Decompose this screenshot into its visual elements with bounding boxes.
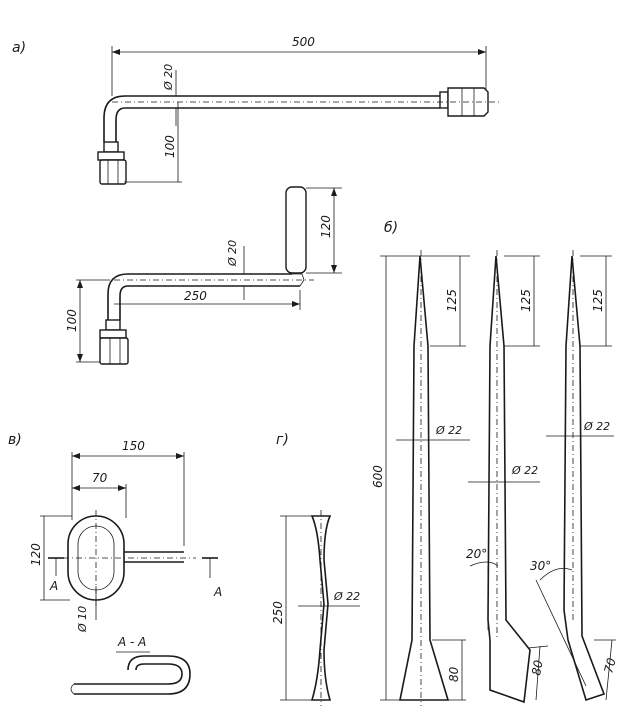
dim-b-end2: 80 bbox=[529, 659, 546, 677]
dim-v-dia: Ø 10 bbox=[76, 606, 89, 633]
dim-crank-dia: Ø 20 bbox=[226, 240, 239, 267]
dim-b-angle1: 20° bbox=[466, 547, 487, 561]
dim-b-tip2: 125 bbox=[519, 289, 533, 312]
dim-crank-arm: 250 bbox=[184, 289, 207, 303]
dim-b-dia1: Ø 22 bbox=[435, 424, 462, 437]
dim-b-end1: 80 bbox=[447, 666, 461, 682]
spindle-tool-g: г) 250 Ø 22 bbox=[271, 432, 360, 706]
dim-b-dia2: Ø 22 bbox=[511, 464, 538, 477]
crowbars-b: б) 600 125 Ø 22 80 125 Ø 22 20° 80 bbox=[371, 220, 619, 706]
dim-a-dia: Ø 20 bbox=[162, 64, 175, 91]
label-b: б) bbox=[384, 220, 398, 236]
dim-b-dia3: Ø 22 bbox=[583, 420, 610, 433]
dim-g-dia: Ø 22 bbox=[333, 590, 360, 603]
section-mark-left: A bbox=[49, 579, 58, 593]
dim-b-angle2: 30° bbox=[530, 559, 551, 573]
dim-crank-grip: 120 bbox=[319, 215, 333, 238]
dim-b-tip3: 125 bbox=[591, 289, 605, 312]
dim-v-width: 150 bbox=[122, 439, 145, 453]
dim-b-end3: 70 bbox=[601, 656, 619, 675]
dim-v-height: 120 bbox=[29, 543, 43, 566]
dim-a-height: 100 bbox=[163, 135, 177, 158]
label-v: в) bbox=[8, 432, 22, 448]
crank-wrench: 120 Ø 20 250 100 bbox=[65, 186, 342, 365]
section-title: A - A bbox=[117, 635, 146, 649]
dim-b-tip1: 125 bbox=[445, 289, 459, 312]
dim-a-length: 500 bbox=[292, 35, 315, 49]
wrench-a: а) 500 Ø 20 100 bbox=[12, 35, 500, 185]
ring-tool-v: в) 150 70 120 A A Ø 10 A - A bbox=[8, 432, 222, 695]
dim-b-length: 600 bbox=[371, 465, 385, 488]
dim-crank-height: 100 bbox=[65, 309, 79, 332]
section-mark-right: A bbox=[213, 585, 222, 599]
dim-v-ring: 70 bbox=[92, 471, 108, 485]
label-a: а) bbox=[12, 40, 26, 56]
dim-g-length: 250 bbox=[271, 601, 285, 624]
label-g: г) bbox=[276, 432, 289, 448]
